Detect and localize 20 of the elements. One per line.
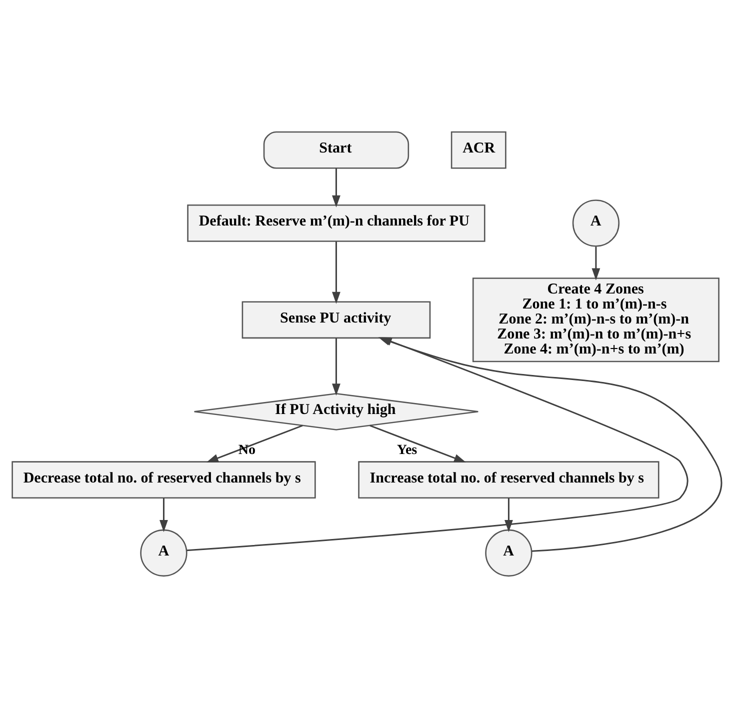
edge-label: Yes	[396, 442, 418, 458]
node-circle: A	[485, 529, 532, 577]
node-circle: A	[572, 200, 620, 247]
node-box: Default: Reserve m’(m)-n channels for PU	[187, 204, 486, 242]
arrow	[592, 246, 600, 280]
arrow	[332, 168, 340, 208]
node-box: ACR	[450, 131, 506, 169]
node-box: Create 4 Zones Zone 1: 1 to m’(m)-n-s Zone 2: m’(m)-n-s to m’(m)-n Zone 3: m’(m)-n to m’(m)-n+s Zone 4: m’(m)-n+s to m’(m)	[472, 278, 720, 362]
node-diamond: If PU Activity high	[194, 392, 479, 430]
node-circle: A	[140, 529, 188, 577]
node-box: Increase total no. of reserved channels by s	[358, 461, 660, 499]
arrow	[206, 424, 303, 463]
node-box: Start	[263, 131, 410, 169]
node-box: Decrease total no. of reserved channels by s	[12, 461, 316, 499]
arrow	[332, 338, 340, 396]
arrow	[370, 424, 466, 463]
arrow	[160, 498, 168, 532]
arrow	[332, 242, 340, 304]
node-box: Sense PU activity	[242, 301, 431, 339]
arrow	[504, 498, 513, 532]
